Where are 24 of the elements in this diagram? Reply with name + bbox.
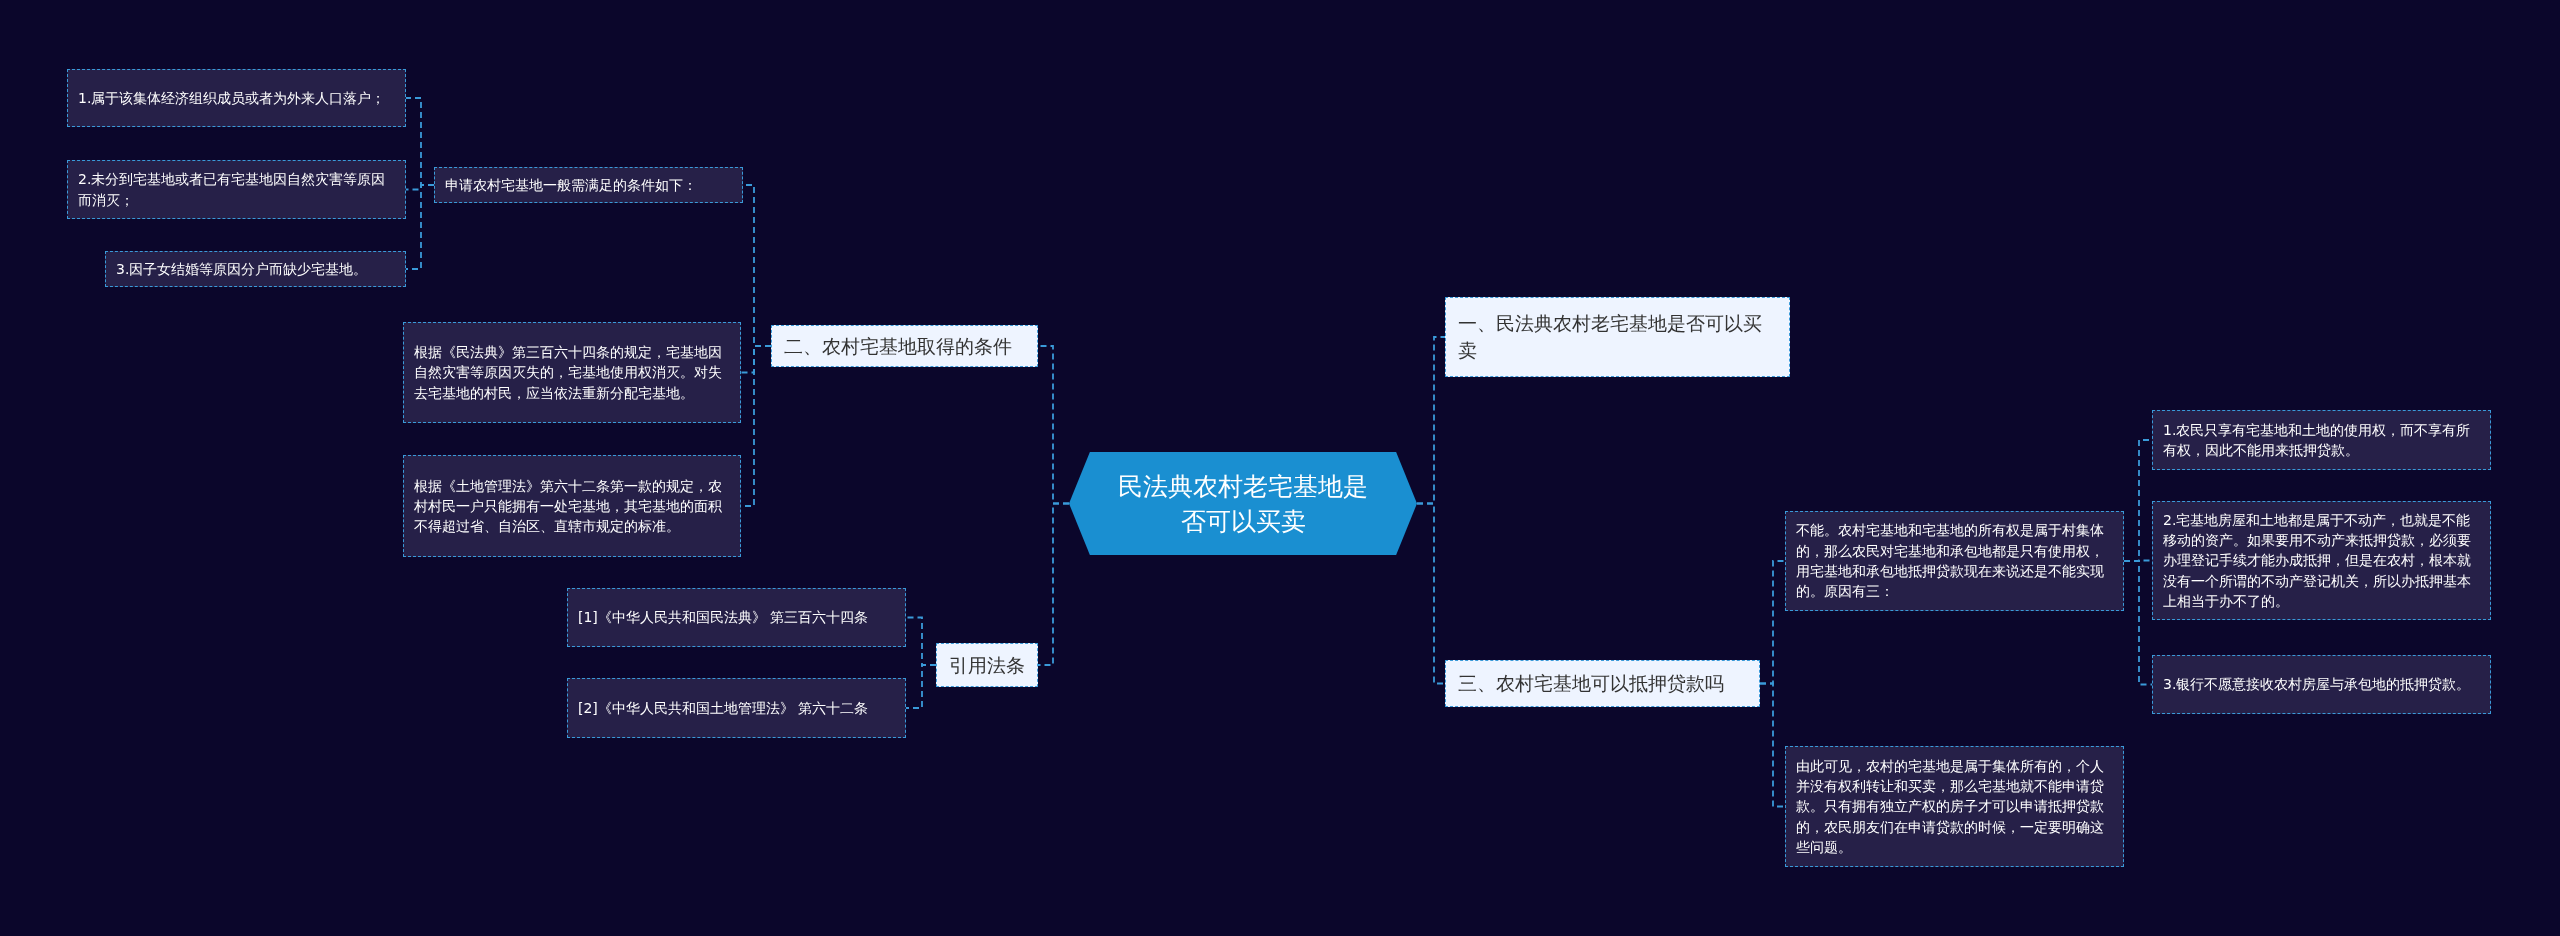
topic-hexagon: 民法典农村老宅基地是否可以买卖 xyxy=(1069,452,1417,555)
note-box: 根据《民法典》第三百六十四条的规定，宅基地因自然灾害等原因灭失的，宅基地使用权消灭。对失去宅基地的村民，应当依法重新分配宅基地。 xyxy=(403,322,741,423)
note-box: 3.因子女结婚等原因分户而缺少宅基地。 xyxy=(105,251,406,287)
note-box: 1.农民只享有宅基地和土地的使用权，而不享有所有权，因此不能用来抵押贷款。 xyxy=(2152,410,2491,470)
note-box: 2.未分到宅基地或者已有宅基地因自然灾害等原因而消灭； xyxy=(67,160,406,219)
topic-box: 引用法条 xyxy=(936,643,1038,687)
connector-line xyxy=(1759,682,1786,808)
connector-line xyxy=(1037,502,1070,666)
note-box: 1.属于该集体经济组织成员或者为外来人口落户； xyxy=(67,69,406,127)
connector-line xyxy=(905,664,937,709)
note-box: 不能。农村宅基地和宅基地的所有权是属于村集体的，那么农民对宅基地和承包地都是只有使用权，用宅基地和承包地抵押贷款现在来说还是不能实现的。原因有三： xyxy=(1785,511,2124,611)
note-box: 由此可见，农村的宅基地是属于集体所有的，个人并没有权利转让和买卖，那么宅基地就不能申请贷款。只有拥有独立产权的房子才可以申请抵押贷款的，农民朋友们在申请贷款的时候，一定要明确这些问题。 xyxy=(1785,746,2124,867)
note-box: 根据《土地管理法》第六十二条第一款的规定，农村村民一户只能拥有一处宅基地，其宅基地的面积不得超过省、自治区、直辖市规定的标准。 xyxy=(403,455,741,557)
connector-line xyxy=(1416,502,1446,685)
note-box: 2.宅基地房屋和土地都是属于不动产，也就是不能移动的资产。如果要用不动产来抵押贷款，必须要办理登记手续才能办成抵押，但是在农村，根本就没有一个所谓的不动产登记机关，所以办抵押基本上相当于办不了的。 xyxy=(2152,501,2491,620)
connector-line xyxy=(405,184,435,270)
topic-box: 一、民法典农村老宅基地是否可以买卖 xyxy=(1445,297,1790,377)
note-box: [1]《中华人民共和国民法典》 第三百六十四条 xyxy=(567,588,906,647)
topic-box: 三、农村宅基地可以抵押贷款吗 xyxy=(1445,660,1760,707)
connector-line xyxy=(2123,560,2153,686)
note-box: 3.银行不愿意接收农村房屋与承包地的抵押贷款。 xyxy=(2152,655,2491,714)
note-box: 申请农村宅基地一般需满足的条件如下： xyxy=(434,167,743,203)
topic-box: 二、农村宅基地取得的条件 xyxy=(771,325,1038,367)
note-box: [2]《中华人民共和国土地管理法》 第六十二条 xyxy=(567,678,906,738)
